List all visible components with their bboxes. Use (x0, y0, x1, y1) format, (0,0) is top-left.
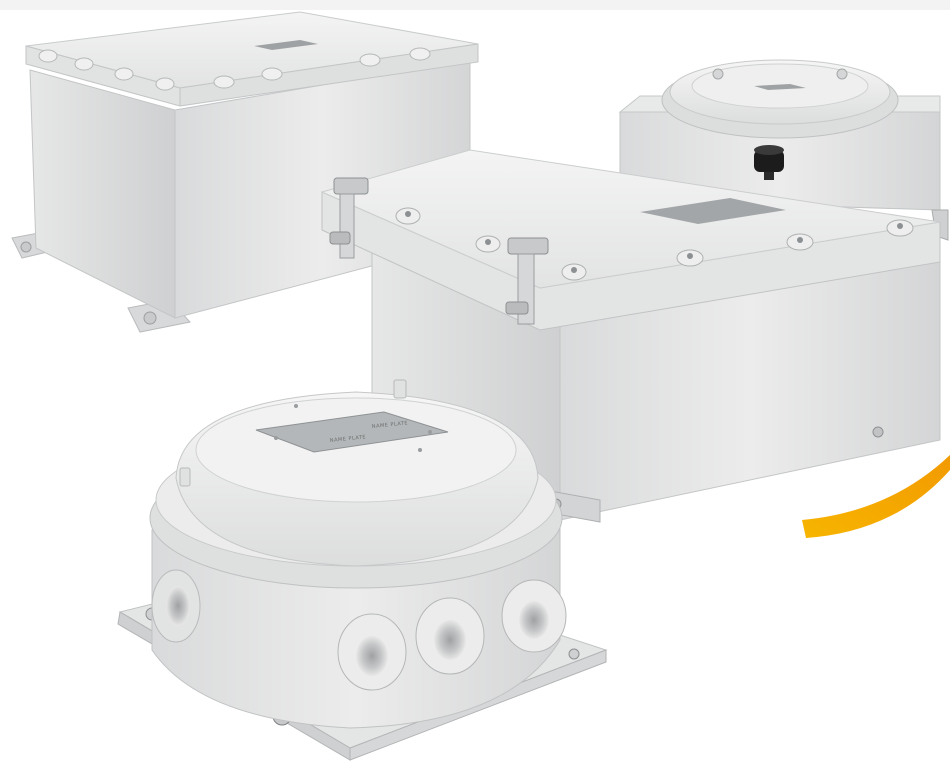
nameplate-line-2: NAME PLATE (330, 434, 367, 444)
nameplate: NAME PLATE NAME PLATE (255, 411, 449, 453)
cable-entry-icon (337, 613, 407, 691)
cable-entry-icon (415, 597, 485, 675)
cable-entry-icon (501, 579, 567, 653)
hinge-icon (505, 237, 549, 325)
swoosh-icon (802, 455, 950, 538)
junction-box-front: NAME PLATE NAME PLATE (117, 379, 608, 761)
hinge-icon (329, 177, 369, 259)
nameplate-line-1: NAME PLATE (372, 420, 409, 430)
cable-entry-icon (151, 569, 201, 643)
knob-icon (754, 145, 784, 180)
top-edge-band (0, 0, 950, 10)
